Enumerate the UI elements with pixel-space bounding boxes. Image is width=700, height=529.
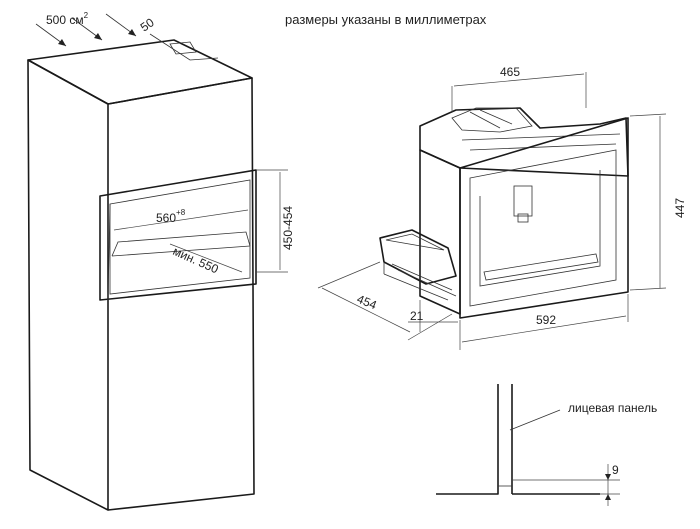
panel-detail: лицевая панель 9 bbox=[436, 384, 657, 506]
airflow-arrows bbox=[35, 13, 137, 47]
panel-leader bbox=[509, 409, 561, 431]
tray-offset-label: 21 bbox=[410, 309, 424, 323]
tray-rail bbox=[391, 263, 453, 291]
grinder-unit bbox=[451, 107, 533, 133]
gap-label: 50 bbox=[138, 15, 157, 34]
front-width-dimension bbox=[461, 315, 627, 343]
niche-shelf-edge bbox=[111, 245, 251, 257]
niche-frame bbox=[99, 169, 257, 301]
tall-cabinet: 500 см2 50 560+8 450-454 мин. 550 bbox=[27, 11, 295, 511]
cabinet-front bbox=[107, 77, 255, 511]
width-label: 560+8 bbox=[156, 208, 186, 225]
machine-depth-label: 454 bbox=[355, 292, 379, 313]
drip-grid bbox=[483, 253, 599, 281]
inner-cavity bbox=[479, 170, 601, 287]
units-note: размеры указаны в миллиметрах bbox=[285, 12, 487, 27]
offset-label: 9 bbox=[612, 463, 619, 477]
machine-side bbox=[419, 149, 461, 315]
coffee-machine: 465 447 454 21 592 bbox=[317, 65, 687, 350]
niche-shelf bbox=[111, 231, 251, 257]
depth-dimension-machine bbox=[321, 287, 411, 333]
gap-line bbox=[149, 33, 219, 61]
depth-dimension bbox=[169, 243, 243, 273]
drip-tray bbox=[379, 229, 457, 285]
niche-opening bbox=[109, 179, 251, 295]
machine-front-frame bbox=[459, 117, 629, 319]
cabinet-side bbox=[27, 59, 109, 511]
cabinet-top bbox=[27, 39, 253, 105]
airflow-label: 500 см2 bbox=[46, 11, 89, 27]
height-label: 450-454 bbox=[281, 206, 295, 250]
vent-slot bbox=[169, 41, 197, 55]
front-opening bbox=[469, 149, 617, 307]
coffee-spout bbox=[513, 185, 533, 217]
panel-label: лицевая панель bbox=[568, 401, 657, 415]
machine-top bbox=[419, 107, 629, 177]
width-dimension bbox=[113, 209, 249, 231]
machine-height-label: 447 bbox=[673, 198, 687, 218]
front-width-label: 592 bbox=[536, 313, 556, 327]
top-width-dimension bbox=[453, 73, 585, 87]
top-width-label: 465 bbox=[500, 65, 520, 79]
panel-outline bbox=[436, 384, 499, 495]
